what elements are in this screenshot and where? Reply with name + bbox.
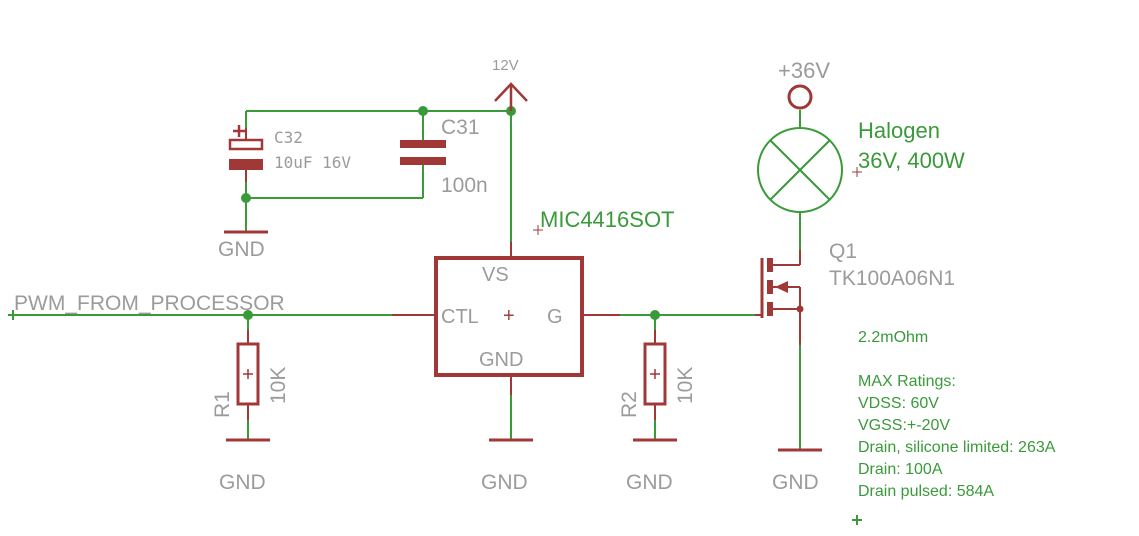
driver-ic-mic4416[interactable]: VS CTL G GND + MIC4416SOT <box>392 207 675 395</box>
q1-name: Q1 <box>829 240 857 263</box>
mosfet-q1[interactable]: Q1 TK100A06N1 <box>755 240 955 345</box>
r1-name: R1 <box>211 391 234 418</box>
gnd-label: GND <box>626 471 673 494</box>
note-line: VGSS:+-20V <box>858 417 950 434</box>
ic-pin-gnd-label: GND <box>479 349 523 371</box>
gnd-symbol-q1[interactable]: GND <box>772 448 822 494</box>
r2-value: 10K <box>674 367 697 404</box>
supply-36v-label: +36V <box>778 58 830 83</box>
supply-12v-label: 12V <box>492 57 519 74</box>
supply-36v-symbol[interactable]: +36V <box>778 58 830 110</box>
ic-pin-vs-label: VS <box>482 264 509 286</box>
c32-name: C32 <box>274 128 303 147</box>
net-wires <box>12 95 801 450</box>
resistor-r2[interactable]: R2 10K <box>618 330 697 420</box>
ic-name-label: MIC4416SOT <box>540 207 675 232</box>
note-line: Drain: 100A <box>858 461 943 478</box>
gnd-symbol-r2[interactable]: GND <box>626 438 677 494</box>
junction-dot <box>241 193 251 203</box>
supply-12v-symbol[interactable]: 12V <box>492 57 528 111</box>
capacitor-c32[interactable]: C32 10uF 16V <box>228 125 351 182</box>
gnd-symbol-ic[interactable]: GND <box>481 438 533 494</box>
gnd-label: GND <box>481 471 528 494</box>
q1-value: TK100A06N1 <box>829 267 955 290</box>
note-rds: 2.2mOhm <box>858 329 928 346</box>
resistor-r1[interactable]: R1 10K <box>211 330 290 420</box>
gnd-symbol-c32[interactable]: GND <box>218 230 268 261</box>
c31-name: C31 <box>441 116 480 139</box>
gnd-label: GND <box>218 238 265 261</box>
capacitor-c31[interactable]: C31 100n <box>400 116 488 197</box>
note-line: Drain pulsed: 584A <box>858 483 994 500</box>
ic-pin-g-label: G <box>547 306 563 328</box>
lamp-name: Halogen <box>858 118 940 143</box>
r1-value: 10K <box>267 367 290 404</box>
junction-dot <box>418 106 428 116</box>
gnd-label: GND <box>772 471 819 494</box>
c31-value: 100n <box>441 174 488 197</box>
junction-dot <box>650 310 660 320</box>
ic-origin-mark: + <box>503 305 515 327</box>
ic-pin-ctl-label: CTL <box>441 306 479 328</box>
gnd-symbol-r1[interactable]: GND <box>219 438 270 494</box>
c32-value: 10uF 16V <box>274 153 351 172</box>
pwm-input-net[interactable]: PWM_FROM_PROCESSOR <box>8 292 285 320</box>
junctions <box>241 106 660 320</box>
halogen-lamp[interactable]: Halogen 36V, 400W <box>757 118 965 213</box>
note-line: Drain, silicone limited: 263A <box>858 439 1056 456</box>
lamp-value: 36V, 400W <box>858 148 965 173</box>
notes-block: 2.2mOhm MAX Ratings: VDSS: 60V VGSS:+-20… <box>852 329 1056 525</box>
junction-dot <box>243 310 253 320</box>
note-line: VDSS: 60V <box>858 395 939 412</box>
r2-name: R2 <box>618 391 641 418</box>
gnd-label: GND <box>219 471 266 494</box>
pwm-net-label: PWM_FROM_PROCESSOR <box>14 292 285 315</box>
note-title: MAX Ratings: <box>858 373 956 390</box>
